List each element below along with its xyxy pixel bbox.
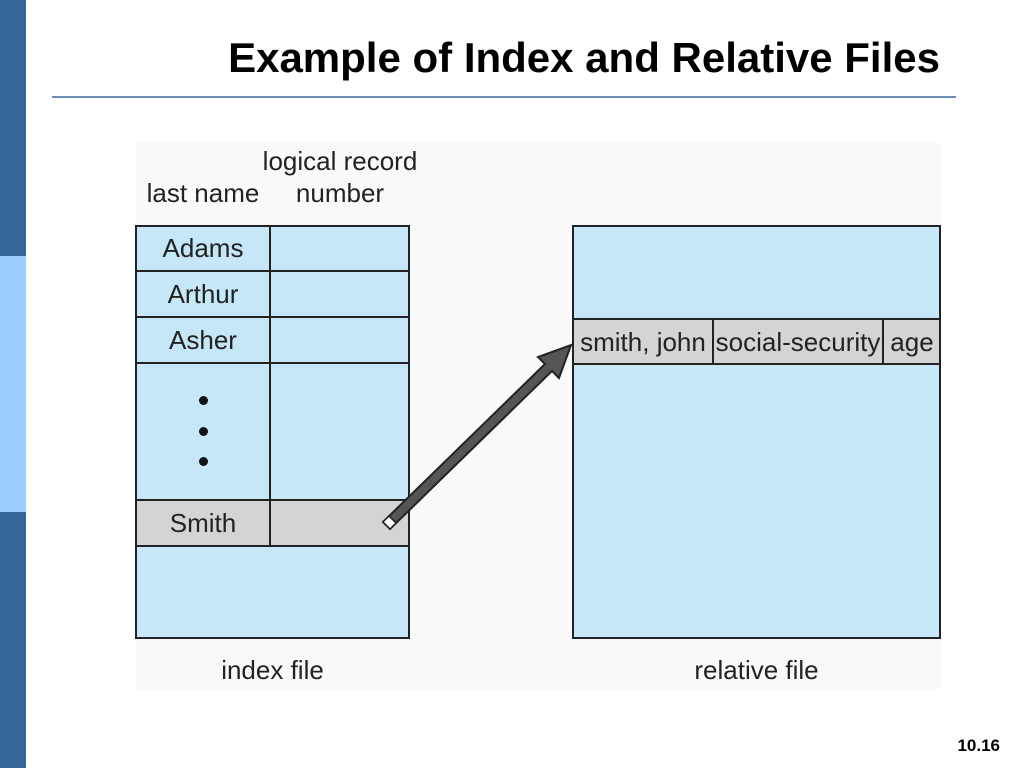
record-field-age: age	[890, 326, 934, 357]
index-row-smith-highlight	[137, 501, 408, 545]
index-row-divider	[136, 499, 409, 501]
index-row-label: Smith	[169, 507, 237, 538]
index-row-label: Arthur	[167, 278, 239, 309]
index-file-table	[135, 225, 410, 639]
relative-record-top	[573, 318, 940, 320]
relative-file-caption: relative file	[694, 655, 819, 685]
index-file-caption: index file	[221, 655, 324, 685]
sidebar-band-bottom	[0, 512, 26, 768]
index-row-divider	[136, 316, 409, 318]
ellipsis-dot	[199, 457, 208, 466]
arrow-shape	[381, 343, 573, 531]
field-divider	[712, 319, 714, 364]
relative-record-bottom	[573, 363, 940, 365]
record-field-social-security: social-security	[715, 326, 881, 357]
ellipsis-dot	[199, 396, 208, 405]
title-underline	[52, 96, 956, 98]
header-logical-record-line2: number	[295, 178, 385, 208]
relative-file-table	[572, 225, 941, 639]
ellipsis-dot	[199, 427, 208, 436]
sidebar-band-top	[0, 0, 26, 256]
record-field-name: smith, john	[580, 326, 706, 357]
index-row-divider	[136, 362, 409, 364]
index-row-label: Adams	[162, 233, 244, 263]
arrow-tail-highlight	[381, 514, 398, 531]
index-row-label: Asher	[169, 324, 237, 355]
slide-sidebar	[0, 0, 26, 768]
field-divider	[882, 319, 884, 364]
header-logical-record-line1: logical record	[262, 146, 418, 176]
index-column-divider	[269, 226, 271, 546]
page-number: 10.16	[957, 736, 1000, 755]
slide-title: Example of Index and Relative Files	[228, 34, 940, 81]
header-last-name: last name	[146, 178, 260, 208]
index-row-divider	[136, 270, 409, 272]
sidebar-band-middle	[0, 256, 26, 512]
relative-record-highlight	[574, 319, 939, 363]
index-row-divider	[136, 545, 409, 547]
